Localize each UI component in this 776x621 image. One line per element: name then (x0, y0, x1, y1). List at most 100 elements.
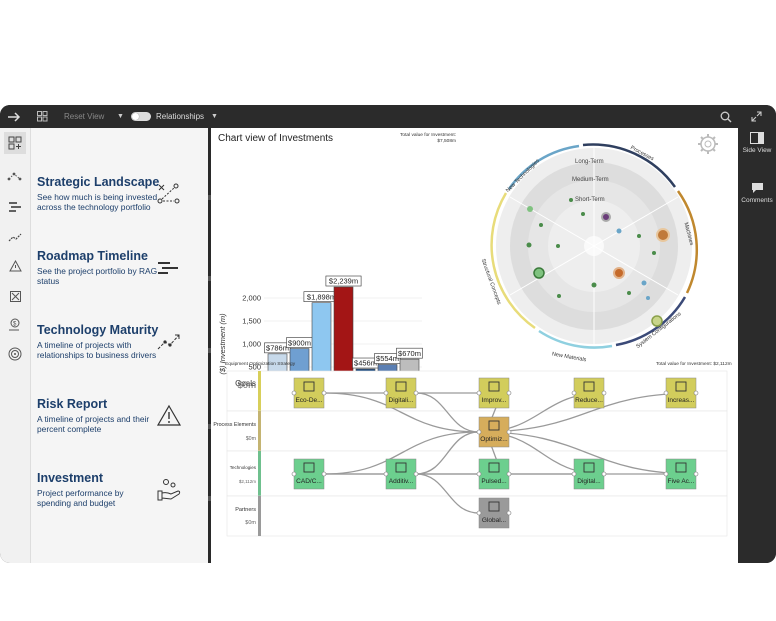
node-icon (488, 381, 500, 392)
node-label: Pulsed... (481, 478, 506, 485)
timeline-bars-icon (158, 262, 178, 274)
node-port (291, 471, 297, 477)
lane-value: $0m (245, 520, 256, 526)
side-view-button[interactable]: Side View (738, 132, 776, 154)
lane-value: $0m (246, 436, 257, 442)
relationship-edge (478, 392, 697, 433)
search-icon[interactable] (720, 105, 732, 128)
warning-icon (156, 404, 182, 426)
node-icon (675, 381, 687, 392)
svg-text:$: $ (13, 322, 17, 328)
nav-desc: See the project portfolio by RAG status (37, 266, 158, 286)
node-port (663, 390, 669, 396)
app-window: Reset View ▼ Relationships ▼ $ Strategic… (0, 105, 776, 563)
node-port (383, 471, 389, 477)
nav-investment[interactable]: Investment Project performance by spendi… (37, 471, 202, 508)
expand-icon[interactable] (751, 105, 762, 128)
ring-label-short-term: Short-Term (575, 197, 605, 203)
data-label: $554m (376, 354, 399, 363)
divider-handles (208, 195, 211, 501)
panel-divider[interactable] (208, 128, 211, 563)
comments-button[interactable]: Comments (738, 182, 776, 204)
node-box (665, 377, 697, 409)
view-list: Strategic Landscape See how much is bein… (31, 128, 208, 563)
nav-risk-report[interactable]: Risk Report A timeline of projects and t… (37, 397, 202, 434)
node-label: Increas... (668, 397, 695, 404)
nav-title: Investment (37, 471, 103, 485)
node-icon (303, 462, 315, 473)
lane (226, 495, 728, 537)
node-icon (675, 462, 687, 473)
node-port (321, 471, 327, 477)
nav-strategic-landscape[interactable]: Strategic Landscape See how much is bein… (37, 175, 202, 212)
y-tick-label: 500 (248, 363, 261, 372)
node-box (665, 458, 697, 490)
trend-icon[interactable] (4, 226, 26, 248)
nav-roadmap-timeline[interactable]: Roadmap Timeline See the project portfol… (37, 249, 202, 286)
settings-gear-icon[interactable] (697, 133, 719, 160)
data-label: $1,898m (307, 292, 336, 301)
node-port (413, 471, 419, 477)
reset-view-button[interactable]: Reset View (64, 112, 105, 121)
right-toolbar: Side View Comments (738, 128, 776, 563)
arc-system-configurations (615, 296, 687, 347)
relationship-edge (415, 431, 480, 475)
relationships-toggle[interactable] (131, 105, 151, 128)
bar (311, 302, 332, 390)
node-label: Optimiz... (480, 436, 508, 443)
data-label: $670m (398, 349, 421, 358)
nav-title: Risk Report (37, 397, 108, 411)
lane-value: $0m (238, 380, 257, 391)
node-port (506, 510, 512, 516)
node-port (571, 471, 577, 477)
data-label: $456m (354, 359, 377, 368)
ring-label-medium-term: Medium-Term (572, 177, 609, 183)
node-box (478, 458, 510, 490)
money-hand-icon[interactable]: $ (4, 314, 26, 336)
grid-icon[interactable] (37, 105, 48, 128)
nav-technology-maturity[interactable]: Technology Maturity A timeline of projec… (37, 323, 202, 360)
node-port (291, 390, 297, 396)
add-view-icon[interactable] (4, 132, 26, 154)
node-port (476, 510, 482, 516)
node-icon (488, 420, 500, 431)
chevron-down-icon[interactable]: ▼ (117, 113, 124, 120)
arrow-right-icon[interactable] (7, 105, 21, 128)
ring-label-long-term: Long-Term (575, 159, 604, 165)
node-box (293, 377, 325, 409)
node-label: Reduce... (575, 397, 603, 404)
node-box (385, 458, 417, 490)
main-canvas: Chart view of Investments Total value fo… (211, 128, 738, 563)
relationship-edge (478, 431, 697, 475)
node-label: Additiv... (389, 478, 414, 485)
chart-title: Chart view of Investments (218, 133, 334, 144)
radar-icon[interactable] (4, 343, 26, 365)
timeline-icon[interactable] (4, 196, 26, 218)
data-label-box (374, 353, 401, 364)
node-icon (488, 501, 500, 512)
node-port (476, 429, 482, 435)
view-rail: $ (0, 128, 31, 563)
nav-desc: Project performance by spending and budg… (37, 488, 124, 508)
node-icon (395, 381, 407, 392)
box-x-icon[interactable] (4, 285, 26, 307)
chevron-down-icon[interactable]: ▼ (211, 113, 218, 120)
radial-bubbles (526, 198, 670, 327)
radial-spokes (509, 148, 679, 344)
warning-icon[interactable] (4, 255, 26, 277)
node-label: CAD/C... (296, 478, 322, 485)
node-port (476, 390, 482, 396)
relationship-edge (415, 392, 480, 433)
arc-new-technologies (507, 144, 580, 190)
nav-title: Strategic Landscape (37, 175, 160, 189)
node-label: Digital... (577, 478, 601, 485)
scatter-icon[interactable] (4, 165, 26, 187)
line-chart-icon (157, 334, 180, 350)
node-icon (395, 462, 407, 473)
node-box (293, 458, 325, 490)
node-icon (583, 381, 595, 392)
node-box (573, 377, 605, 409)
toggle-switch[interactable] (131, 112, 151, 121)
